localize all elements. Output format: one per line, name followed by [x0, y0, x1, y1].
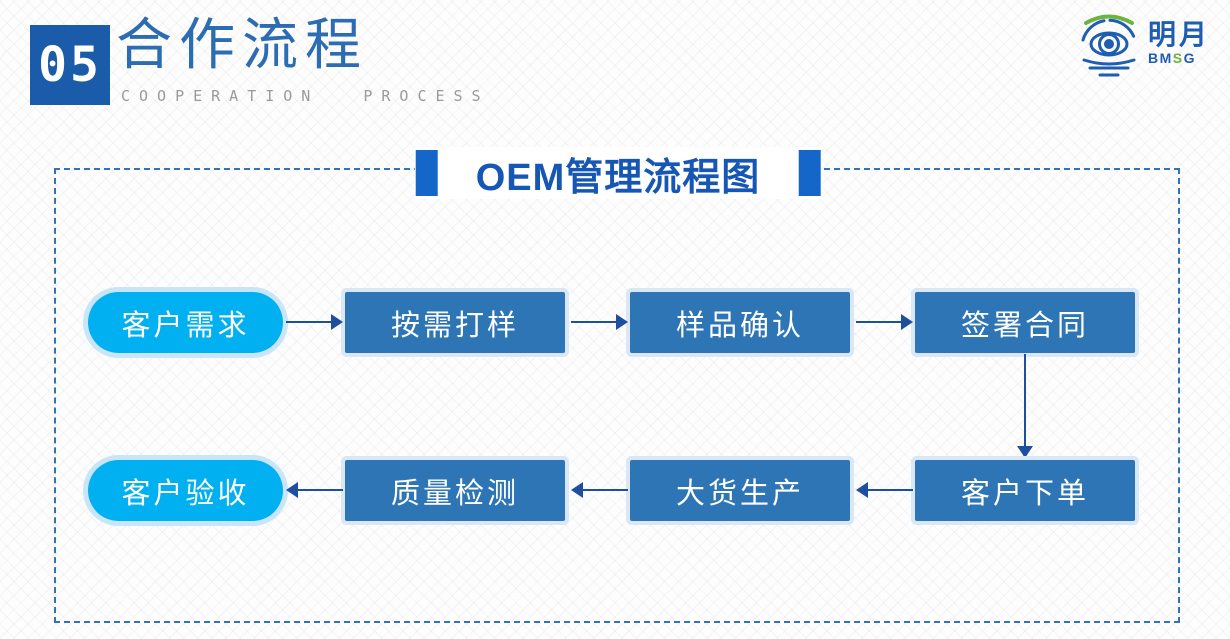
page-title: 合作流程 — [116, 15, 368, 77]
flow-node-customer-order: 客户下单 — [915, 460, 1135, 521]
flow-node-sampling-on-demand: 按需打样 — [345, 292, 565, 353]
globe-eye-logo-icon — [1081, 14, 1137, 77]
flow-node-customer-demand: 客户需求 — [88, 292, 283, 353]
logo-name-en: BMSG — [1148, 51, 1210, 65]
logo-en-s: S — [1172, 50, 1184, 66]
flowchart-frame — [54, 168, 1180, 623]
arrow-right-icon — [571, 314, 628, 330]
logo-text: 明月 BMSG — [1148, 19, 1211, 66]
company-logo: 明月 BMSG — [1076, 8, 1210, 78]
section-number: 05 — [38, 37, 102, 93]
flow-node-sign-contract: 签署合同 — [915, 292, 1135, 353]
arrow-left-icon — [856, 482, 913, 498]
flow-node-label: 客户需求 — [121, 309, 250, 342]
flow-node-label: 大货生产 — [675, 477, 804, 510]
flow-node-bulk-production: 大货生产 — [630, 460, 850, 521]
logo-name-cn: 明月 — [1148, 19, 1211, 50]
page-subtitle: COOPERATION PROCESS — [121, 87, 490, 105]
arrow-right-icon — [856, 314, 913, 330]
flow-node-label: 签署合同 — [960, 309, 1089, 342]
section-number-box: 05 — [30, 25, 110, 105]
arrow-down-icon — [1017, 354, 1033, 458]
flow-node-customer-acceptance: 客户验收 — [88, 460, 283, 521]
diagram-title-block: OEM管理流程图 — [414, 147, 822, 199]
arrow-left-icon — [286, 482, 343, 498]
arrow-right-icon — [286, 314, 343, 330]
title-accent-bar-left — [415, 150, 438, 196]
flow-node-label: 按需打样 — [390, 309, 519, 342]
flow-node-label: 客户下单 — [960, 477, 1089, 510]
arrow-left-icon — [571, 482, 628, 498]
logo-en-g: G — [1183, 50, 1197, 66]
flow-node-label: 质量检测 — [390, 477, 519, 510]
title-accent-bar-right — [798, 150, 821, 196]
flow-node-quality-inspection: 质量检测 — [345, 460, 565, 521]
flow-node-label: 客户验收 — [121, 477, 250, 510]
flow-node-label: 样品确认 — [675, 309, 804, 342]
diagram-title: OEM管理流程图 — [475, 156, 761, 199]
logo-en-bm: BM — [1148, 50, 1173, 66]
flow-node-sample-confirmation: 样品确认 — [630, 292, 850, 353]
